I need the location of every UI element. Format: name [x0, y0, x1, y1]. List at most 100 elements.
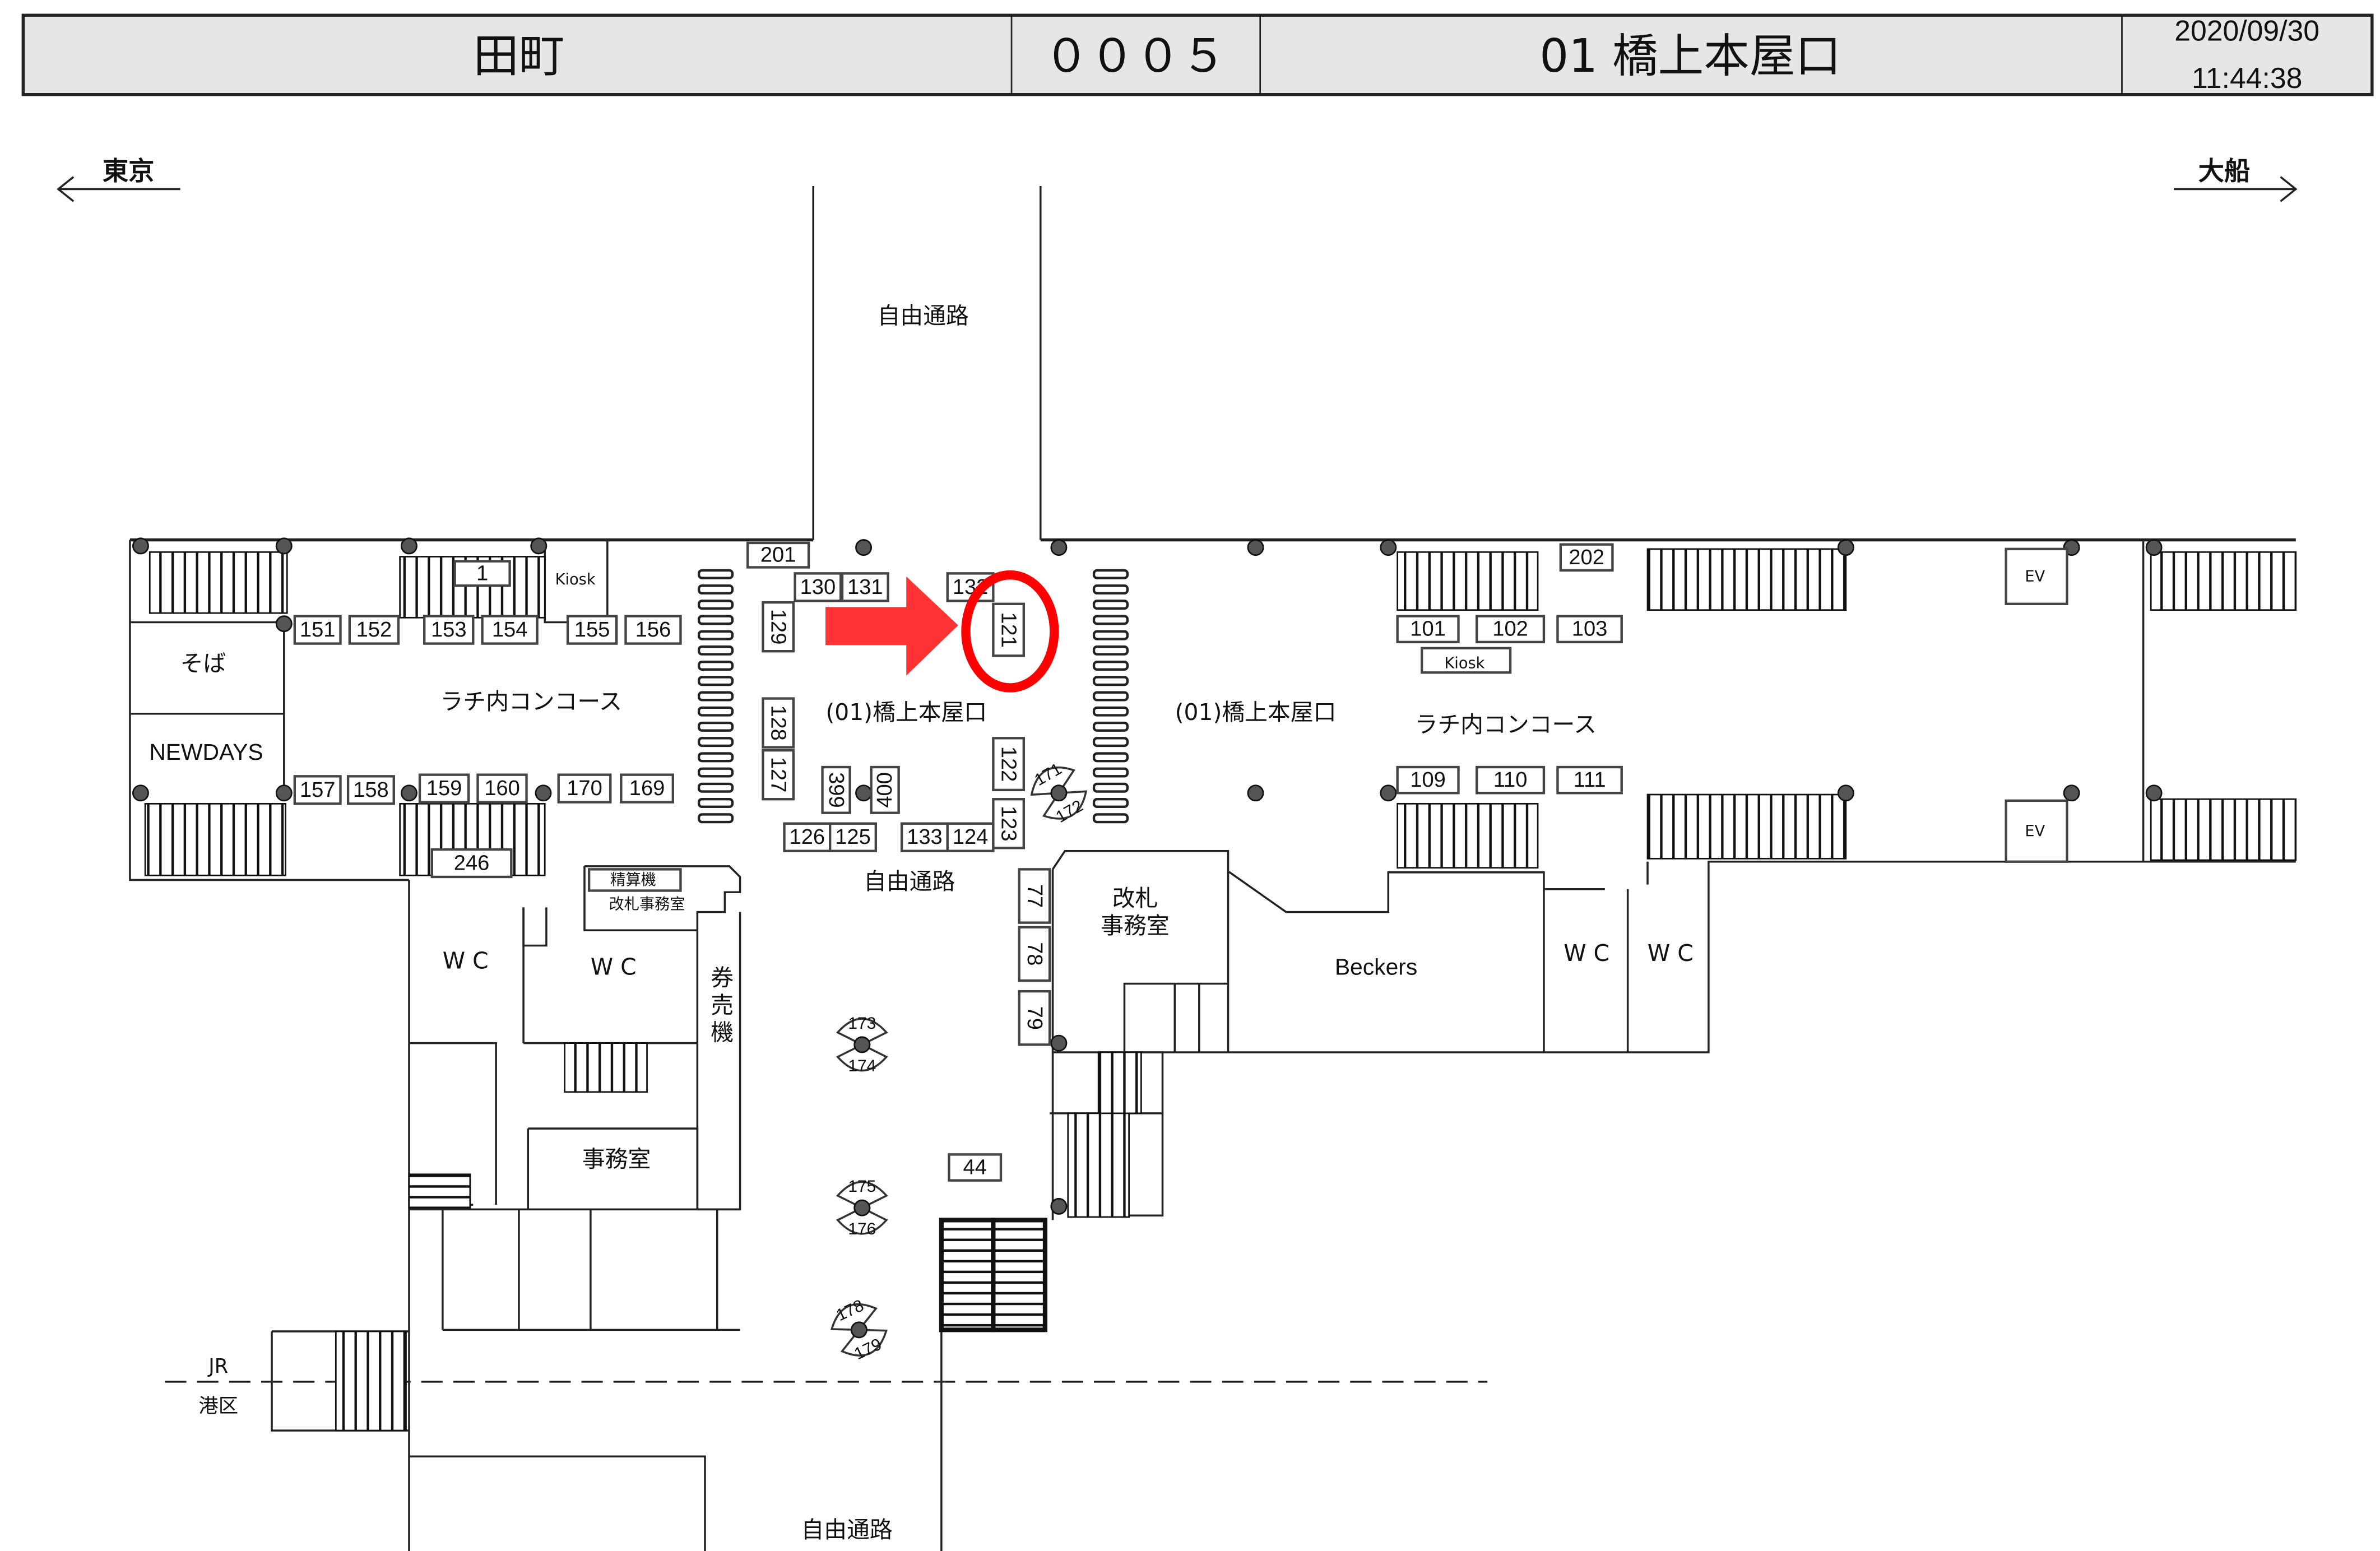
poster-number: 128 — [767, 705, 790, 741]
column-icon — [132, 537, 149, 555]
poster-127[interactable]: 127 — [762, 749, 795, 801]
poster-frame — [870, 765, 900, 814]
poster-number: 152 — [356, 618, 392, 642]
poster-158[interactable]: 158 — [346, 775, 395, 805]
poster-129[interactable]: 129 — [762, 601, 795, 653]
poster-155[interactable]: 155 — [566, 615, 618, 645]
gate-bar — [1092, 630, 1129, 640]
gate-bar — [697, 584, 734, 595]
gate-bar — [1092, 798, 1129, 808]
poster-124[interactable]: 124 — [946, 822, 995, 852]
poster-111[interactable]: 111 — [1556, 765, 1623, 795]
poster-frame — [293, 775, 342, 805]
poster-frame — [348, 615, 400, 645]
passage-label: 自由通路 — [878, 302, 969, 329]
wc-label: W C — [1564, 940, 1609, 967]
poster-frame — [1018, 926, 1051, 982]
poster-110[interactable]: 110 — [1476, 765, 1546, 795]
poster-109[interactable]: 109 — [1396, 765, 1460, 795]
column-icon — [853, 1199, 871, 1216]
poster-79[interactable]: 79 — [1018, 990, 1051, 1046]
poster-101[interactable]: 101 — [1396, 615, 1460, 644]
poster-44[interactable]: 44 — [948, 1153, 1003, 1182]
column-icon — [401, 784, 417, 802]
gate-bar — [697, 767, 734, 778]
poster-78[interactable]: 78 — [1018, 926, 1051, 982]
poster-151[interactable]: 151 — [293, 615, 342, 645]
gate-office-label: 事務室 — [1101, 912, 1169, 939]
poster-170[interactable]: 170 — [557, 773, 612, 804]
poster-103[interactable]: 103 — [1556, 615, 1623, 644]
kiosk-box — [1421, 647, 1512, 674]
poster-399[interactable]: 399 — [821, 765, 851, 814]
poster-number: 44 — [963, 1155, 987, 1179]
gate-bar — [697, 737, 734, 747]
gate-bar — [697, 706, 734, 717]
stairs — [144, 548, 2297, 1432]
poster-number: 126 — [790, 825, 825, 849]
poster-400[interactable]: 400 — [870, 765, 900, 814]
poster-number: 173 — [848, 1014, 876, 1033]
gate-office-label: 改札事務室 — [609, 895, 685, 913]
poster-126[interactable]: 126 — [783, 822, 832, 852]
svg-text:大船: 大船 — [2198, 156, 2251, 186]
exit-name: 01 橋上本屋口 — [1539, 30, 1841, 83]
poster-frame — [1396, 615, 1460, 644]
poster-number: 101 — [1410, 617, 1446, 641]
poster-131[interactable]: 131 — [841, 572, 889, 602]
poster-1[interactable]: 1 — [453, 560, 511, 587]
poster-130[interactable]: 130 — [794, 572, 842, 602]
poster-246[interactable]: 246 — [430, 848, 513, 879]
poster-frame — [620, 773, 675, 804]
poster-number: 157 — [300, 778, 336, 802]
direction-left: 東京 — [57, 156, 180, 202]
poster-frame — [821, 765, 851, 814]
poster-frame — [423, 615, 475, 645]
poster-154[interactable]: 154 — [481, 615, 539, 645]
ticket-machine-label: 券売機 — [707, 965, 734, 1048]
poster-102[interactable]: 102 — [1476, 615, 1546, 644]
poster-number: 176 — [848, 1220, 876, 1238]
column-icon — [855, 784, 873, 802]
poster-123[interactable]: 123 — [992, 798, 1026, 849]
gate-office-label: 改札 — [1112, 885, 1158, 912]
poster-153[interactable]: 153 — [423, 615, 475, 645]
date: 2020/09/30 — [2174, 14, 2319, 47]
poster-number: 123 — [997, 806, 1020, 842]
gate-bar — [1092, 737, 1129, 747]
poster-125[interactable]: 125 — [828, 822, 878, 852]
wc-label: W C — [591, 954, 637, 981]
poster-169[interactable]: 169 — [620, 773, 675, 804]
poster-156[interactable]: 156 — [624, 615, 682, 645]
gate-bar — [1092, 782, 1129, 793]
gate-bar — [697, 630, 734, 640]
poster-frame — [762, 601, 795, 653]
gate-bar — [1092, 767, 1129, 778]
poster-202[interactable]: 202 — [1559, 543, 1614, 572]
poster-number: 175 — [848, 1177, 876, 1196]
poster-133[interactable]: 133 — [900, 822, 949, 852]
poster-159[interactable]: 159 — [418, 773, 470, 804]
elevator-label: EV — [2025, 823, 2045, 840]
column-icon — [2145, 539, 2163, 556]
poster-201[interactable]: 201 — [746, 541, 810, 569]
column-icon — [1050, 1034, 1068, 1052]
poster-152[interactable]: 152 — [348, 615, 400, 645]
column-icon — [530, 537, 548, 555]
poster-77[interactable]: 77 — [1018, 868, 1051, 924]
poster-frame — [557, 773, 612, 804]
poster-number: 158 — [353, 778, 389, 802]
poster-frame — [992, 602, 1026, 657]
poster-160[interactable]: 160 — [476, 773, 528, 804]
pillar-poster-pair[interactable]: 175 176 — [836, 1177, 888, 1238]
poster-frame — [794, 572, 842, 602]
poster-128[interactable]: 128 — [762, 697, 795, 749]
poster-157[interactable]: 157 — [293, 775, 342, 805]
poster-122[interactable]: 122 — [992, 737, 1026, 792]
poster-121[interactable]: 121 — [992, 602, 1026, 657]
column-icon — [535, 784, 552, 802]
column-icon — [275, 784, 293, 802]
